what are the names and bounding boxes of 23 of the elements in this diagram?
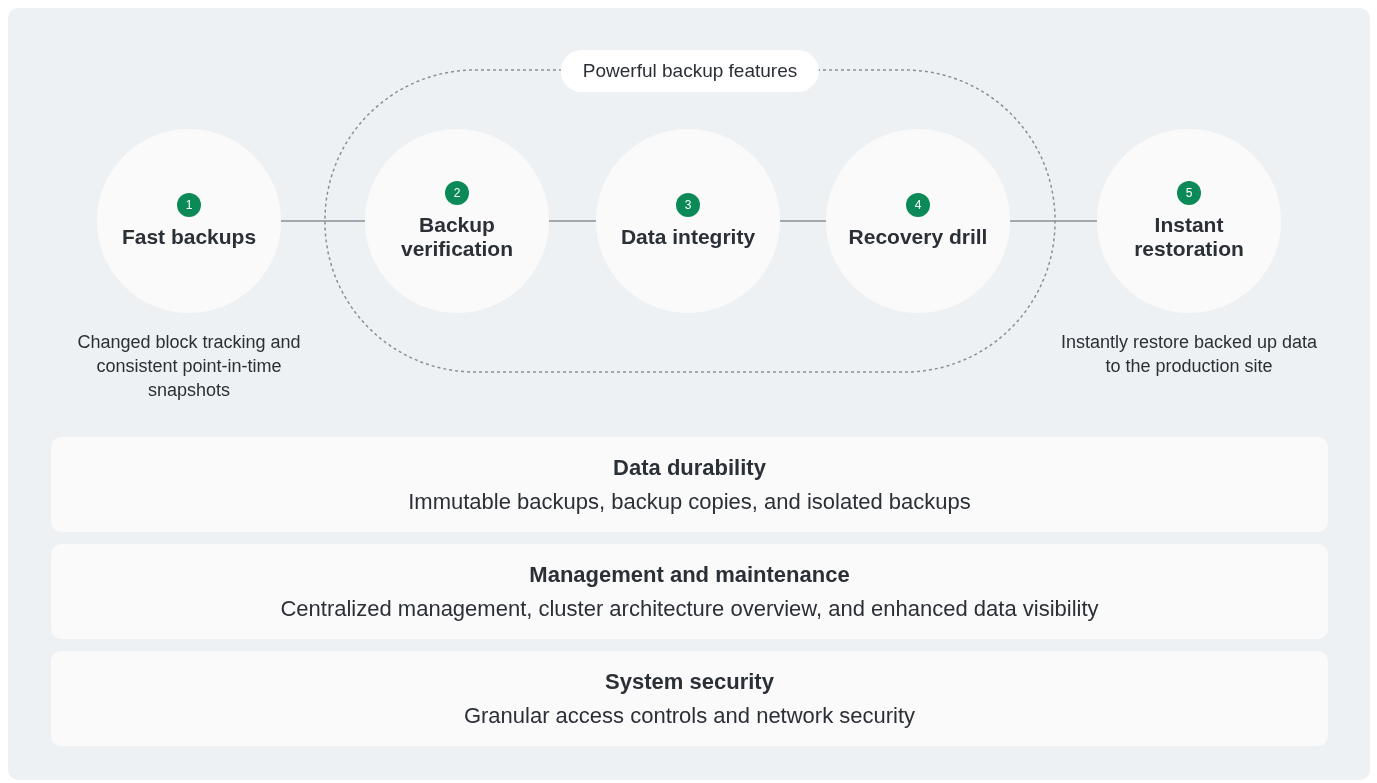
band-title: Data durability: [613, 454, 766, 481]
band-description: Centralized management, cluster architecture overview, and enhanced data visibility: [280, 595, 1099, 622]
band-title: System security: [605, 668, 774, 695]
step-caption: Changed block tracking and consistent point-in-time snapshots: [76, 331, 302, 402]
band-description: Granular access controls and network security: [463, 702, 916, 729]
step-title: Instant restoration: [1133, 213, 1245, 261]
group-label: Powerful backup features: [560, 50, 820, 92]
connector-line: [280, 220, 366, 222]
band-title: Management and maintenance: [529, 561, 850, 588]
step-number: 2: [445, 181, 469, 205]
step-number: 4: [906, 193, 930, 217]
step-title: Fast backups: [120, 225, 258, 249]
band-description: Immutable backups, backup copies, and isolated backups: [408, 488, 971, 515]
connector-line: [1009, 220, 1098, 222]
step-number: 3: [676, 193, 700, 217]
step-number: 1: [177, 193, 201, 217]
step-title: Backup verification: [399, 213, 514, 261]
step-title: Data integrity: [619, 225, 757, 249]
step-number: 5: [1177, 181, 1201, 205]
step-caption: Instantly restore backed up data to the production site: [1059, 331, 1319, 378]
step-title: Recovery drill: [848, 225, 988, 249]
connector-line: [779, 220, 827, 222]
connector-line: [548, 220, 597, 222]
